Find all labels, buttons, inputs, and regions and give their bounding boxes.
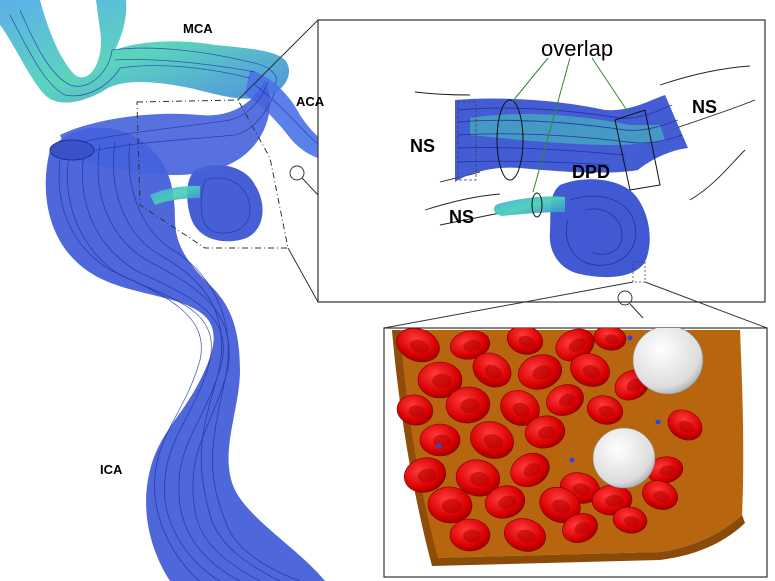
connector-line-zoom-right — [644, 281, 768, 329]
inlet-dashed-box — [457, 101, 477, 181]
red-blood-cell-dimple — [408, 405, 425, 418]
ica-vessel — [45, 127, 325, 581]
label-ns-left: NS — [410, 136, 435, 156]
red-blood-cell-dimple — [582, 364, 601, 379]
junction-body — [60, 80, 270, 175]
magnifier-handle-inset — [629, 303, 644, 319]
inset-aneurysm-sac — [549, 179, 650, 278]
red-blood-cell-dimple — [512, 402, 531, 417]
red-blood-cell-dimple — [483, 434, 504, 450]
magnifier-circle-left — [289, 165, 305, 181]
red-blood-cell-dimple — [532, 365, 552, 380]
red-blood-cell-dimple — [484, 364, 502, 380]
red-blood-cell-dimple — [469, 472, 490, 487]
connector-line-zoom-left — [383, 281, 634, 329]
platelet-dot — [627, 335, 633, 341]
red-blood-cell-dimple — [605, 494, 624, 507]
overlap-zone-right — [614, 109, 661, 191]
red-blood-cell-dimple — [417, 468, 437, 483]
overlap-zone-left — [496, 99, 524, 181]
red-blood-cell-dimple — [572, 483, 591, 496]
connector-line-top — [237, 19, 319, 101]
red-blood-cell-dimple — [568, 338, 586, 352]
red-blood-cell-dimple — [460, 398, 480, 414]
mca-vessel — [0, 0, 290, 103]
region-outline — [136, 99, 289, 249]
red-blood-cell-dimple — [433, 434, 451, 448]
label-dpd: DPD — [572, 162, 610, 182]
red-blood-cell-dimple — [624, 516, 640, 527]
red-blood-cell-dimple — [604, 334, 619, 345]
magnifier-handle-left — [301, 177, 319, 196]
red-blood-cell-dimple — [659, 465, 676, 476]
red-blood-cell-dimple — [498, 495, 517, 510]
red-blood-cell-dimple — [517, 529, 536, 544]
micro-region-box — [632, 261, 646, 283]
overlap-zone-side-branch — [531, 192, 543, 218]
label-ns-bottom: NS — [449, 207, 474, 227]
red-blood-cell-dimple — [442, 498, 462, 514]
label-ns-right: NS — [692, 97, 717, 117]
red-blood-cell-dimple — [653, 490, 670, 503]
platelet-dot — [655, 419, 661, 425]
platelet-dot — [436, 443, 442, 449]
red-blood-cell-dimple — [678, 420, 694, 434]
inset-vessel-highlight — [470, 114, 665, 145]
red-blood-cell-dimple — [538, 426, 557, 440]
magnifier-circle-inset — [617, 290, 633, 306]
label-mca: MCA — [183, 21, 213, 36]
red-blood-cell-dimple — [558, 393, 576, 407]
inset-side-branch — [493, 196, 565, 216]
red-blood-cell-dimple — [598, 405, 615, 418]
red-blood-cell-dimple — [463, 529, 481, 543]
vessel-wall-side — [392, 330, 438, 558]
red-blood-cell-dimple — [552, 499, 571, 515]
inset-streamlines — [457, 104, 683, 266]
label-overlap: overlap — [541, 36, 613, 61]
red-blood-cell-dimple — [463, 339, 482, 352]
red-blood-cell-dimple — [574, 522, 591, 535]
white-blood-cell — [592, 427, 656, 489]
red-blood-cell-dimple — [518, 335, 535, 348]
vessel-wall-edge — [430, 515, 745, 566]
vessel-tree — [0, 0, 331, 581]
ica-streamlines — [58, 141, 301, 581]
label-ica: ICA — [100, 462, 123, 477]
label-aca: ACA — [296, 94, 325, 109]
red-blood-cell-dimple — [523, 463, 541, 477]
aneurysm-sac — [187, 165, 263, 242]
white-blood-cell — [632, 328, 704, 395]
red-blood-cell-dimple — [432, 373, 452, 389]
platelet-dot — [569, 457, 575, 463]
connector-line-bottom — [287, 247, 319, 303]
inset-panel: overlap NS NS NS DPD — [317, 19, 766, 319]
red-blood-cell-dimple — [409, 339, 430, 354]
overlap-pointers — [511, 57, 629, 193]
vessel-loop-marker — [49, 139, 95, 161]
side-branch — [150, 185, 200, 205]
dpd-cell-panel — [383, 327, 768, 578]
red-blood-cells — [396, 328, 703, 552]
red-blood-cell-dimple — [626, 378, 642, 392]
mca-streamlines — [9, 9, 277, 97]
